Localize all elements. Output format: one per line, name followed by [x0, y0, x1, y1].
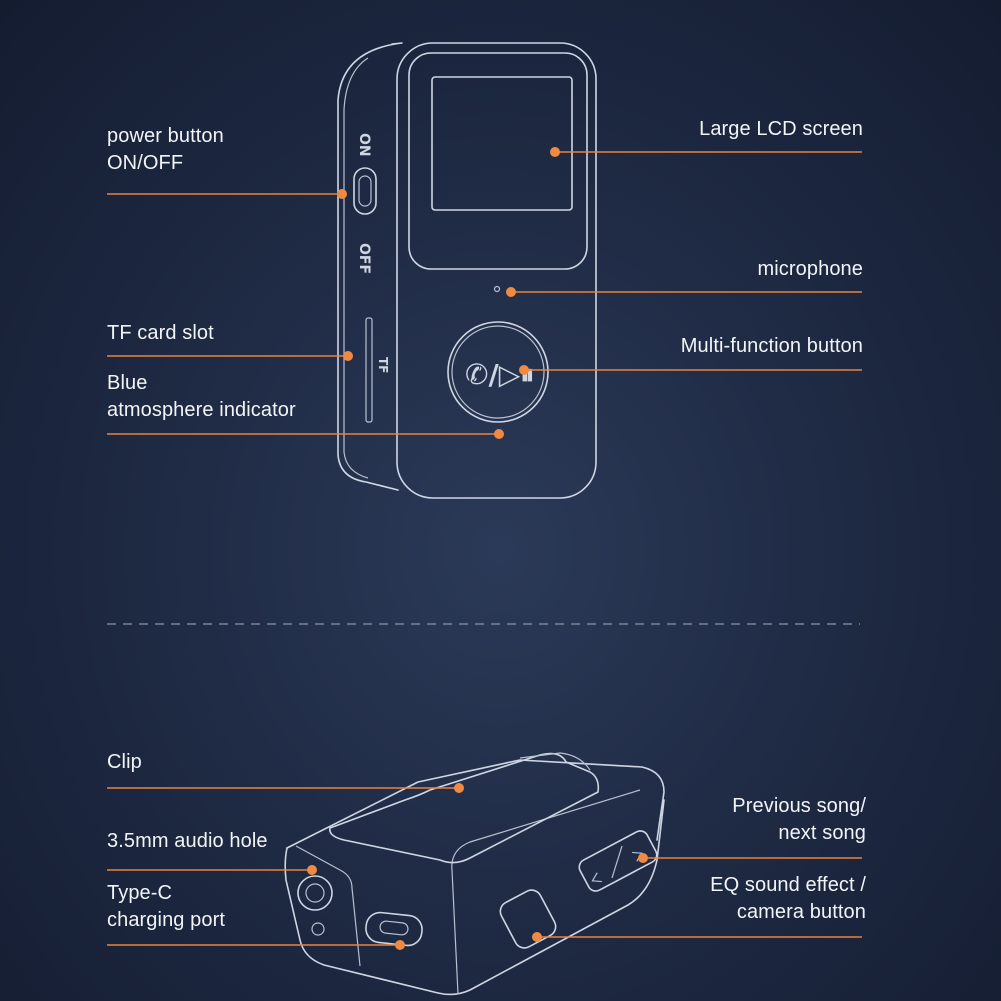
lcd-screen [431, 76, 573, 211]
type-c-label-line1: Type-C [107, 882, 173, 904]
front-face [396, 42, 597, 499]
type-c-dot [395, 940, 405, 950]
front-device [337, 42, 597, 499]
prev-next-label-line1: Previous song/ [732, 795, 866, 817]
tf-mark: TF [376, 357, 390, 373]
audio-jack [297, 875, 333, 911]
lcd-bezel [408, 52, 588, 270]
type-c-label-line2: charging port [107, 909, 226, 931]
microphone-label: microphone [757, 258, 863, 280]
lcd-screen-label: Large LCD screen [699, 118, 863, 140]
eq-camera-label: EQ sound effect / camera button [710, 872, 866, 926]
tf-slot-dot [343, 351, 353, 361]
multi-function-dot [519, 365, 529, 375]
leader-lines [107, 147, 862, 950]
type-c-label: Type-C charging port [107, 880, 225, 934]
indicator-dot [494, 429, 504, 439]
blue-indicator-label-line1: Blue [107, 372, 148, 394]
eq-camera-label-line2: camera button [736, 901, 866, 923]
audio-hole-label: 3.5mm audio hole [107, 830, 268, 852]
multi-function-button-outline [447, 321, 549, 423]
eq-camera-label-line1: EQ sound effect / [710, 874, 866, 896]
power-switch [353, 167, 377, 215]
multi-function-label: Multi-function button [680, 335, 863, 357]
blue-indicator-label: Blue atmosphere indicator [107, 370, 296, 424]
blue-indicator-label-line2: atmosphere indicator [107, 399, 296, 421]
prev-next-label-line2: next song [778, 822, 866, 844]
prev-next-dot [638, 853, 648, 863]
lcd-dot [550, 147, 560, 157]
power-button-label-line1: power button [107, 125, 224, 147]
type-c-port [365, 911, 423, 947]
power-button-dot [337, 189, 347, 199]
eq-camera-button [499, 889, 557, 949]
tf-slot [365, 317, 373, 423]
bottom-device [284, 752, 665, 996]
audio-hole-dot [307, 865, 317, 875]
power-button-label-line2: ON/OFF [107, 152, 184, 174]
prev-next-label: Previous song/ next song [732, 793, 866, 847]
clip-outline [328, 752, 600, 864]
microphone-hole [493, 285, 501, 293]
microphone-dot [506, 287, 516, 297]
eq-camera-dot [532, 932, 542, 942]
switch-on-mark: ON [356, 133, 372, 157]
switch-off-mark: OFF [356, 243, 372, 274]
power-button-label: power button ON/OFF [107, 123, 224, 177]
clip-dot [454, 783, 464, 793]
prev-next-rocker [578, 830, 658, 892]
clip-label: Clip [107, 751, 142, 773]
tf-card-slot-label: TF card slot [107, 322, 214, 344]
